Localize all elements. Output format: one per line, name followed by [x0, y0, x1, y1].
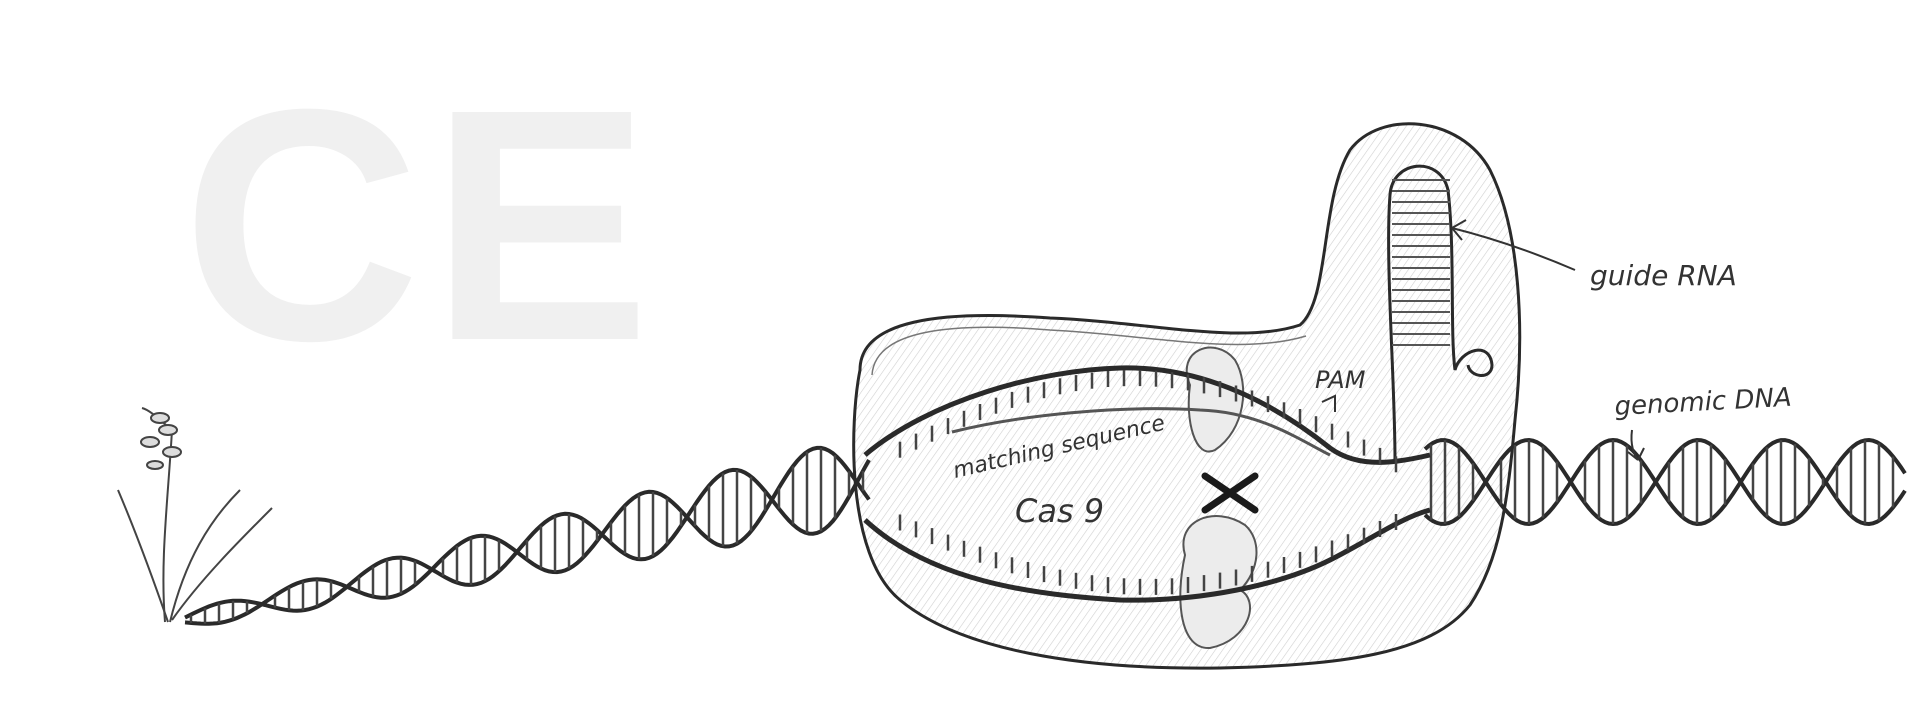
guide-rna-label: guide RNA [1590, 259, 1737, 292]
cas9-protein-shape [852, 122, 1522, 670]
dna-backbone-strand [1423, 437, 1907, 527]
watermark-text: CE [182, 40, 661, 409]
x-cut-icon [1201, 472, 1259, 514]
dna-backbone-strand [184, 459, 871, 620]
guide-rna-arrow [1451, 219, 1576, 271]
genomic-dna-arrow [1627, 429, 1645, 461]
pam-arrow [1321, 394, 1336, 412]
dna-backbone-strand [184, 445, 871, 626]
pam-label: PAM [1315, 366, 1366, 394]
unwound-dna-strands [863, 365, 1431, 603]
rice-plant-icon [117, 407, 273, 623]
guide-rna-hairpin [1387, 164, 1494, 461]
genomic-dna-label: genomic DNA [1614, 383, 1793, 422]
genomic-dna-helix [184, 437, 1907, 626]
cas9-label: Cas 9 [1015, 492, 1104, 530]
